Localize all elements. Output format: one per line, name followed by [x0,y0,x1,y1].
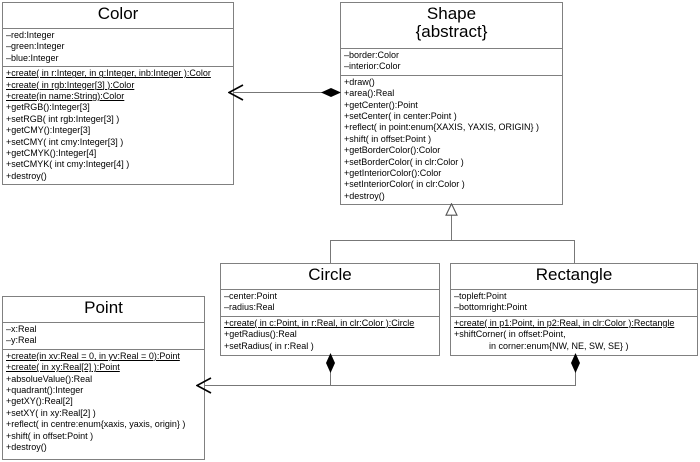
class-name-cell-circle: Circle [221,264,439,290]
operation-row: +getCMYK():Integer[4] [6,148,97,159]
edge-shape-color-source-diamond [321,88,341,97]
class-box-color[interactable]: Color –red:Integer –green:Integer –blue:… [2,2,234,185]
class-box-rectangle[interactable]: Rectangle –topleft:Point –bottomright:Po… [450,263,698,356]
class-operations-shape: +draw() +area():Real +getCenter():Point … [341,76,562,204]
operation-row: +shift( in offset:Point ) [344,133,432,144]
edge-shape-color-target-arrow [228,84,244,101]
attribute-row: –y:Real [6,335,37,346]
operation-row: +getCenter():Point [344,99,418,110]
operation-row: +getCMY():Integer[3] [6,125,91,136]
class-name-cell-rectangle: Rectangle [451,264,697,290]
attribute-row: –interior:Color [344,61,401,72]
attribute-row: –blue:Integer [6,52,59,63]
operation-row: +setBorderColor( in clr:Color ) [344,156,464,167]
edge-point-target-arrow [196,377,212,394]
class-name-point: Point [84,298,123,317]
operation-row: +destroy() [6,442,47,453]
edge-shape-color-line [230,92,340,93]
operation-row: +setXY( in xy:Real[2] ) [6,407,96,418]
operation-row: +create(in xv:Real = 0, in yv:Real = 0):… [6,350,180,361]
operation-row: +reflect( in point:enum{XAXIS, YAXIS, OR… [344,122,540,133]
operation-row: +reflect( in centre:enum{xaxis, yaxis, o… [6,419,186,430]
operation-row: +create( in c:Point, in r:Real, in clr:C… [224,317,415,328]
operation-row: +getInteriorColor():Color [344,168,442,179]
generalization-hollow-triangle-icon [445,203,458,216]
operation-row: +shift( in offset:Point ) [6,430,94,441]
attribute-row: –bottomright:Point [454,302,528,313]
class-operations-point: +create(in xv:Real = 0, in yv:Real = 0):… [3,350,204,456]
operation-row: +destroy() [344,190,385,201]
edge-rectangle-point-source-diamond [571,353,580,373]
operation-row: +create( in xy:Real[2] ):Point [6,362,120,373]
edge-circle-generalization-riser [330,240,331,263]
class-box-shape[interactable]: Shape {abstract} –border:Color –interior… [340,2,563,205]
attribute-row: –radius:Real [224,302,275,313]
attribute-row: –center:Point [224,291,278,301]
operation-row: +quadrant():Integer [6,385,84,396]
class-name-cell-shape: Shape {abstract} [341,3,562,49]
operation-row: +getRGB():Integer[3] [6,102,90,113]
operation-row: +create( in r:Integer, in g:Integer, inb… [6,68,211,79]
operation-row: +shiftCorner( in offset:Point, [454,329,566,340]
operation-row: +setRadius( in r:Real ) [224,340,314,351]
operation-row: in corner:enum{NW, NE, SW, SE} ) [454,340,629,351]
class-stereotype-abstract: {abstract} [415,21,488,41]
operation-row: +setInteriorColor( in clr:Color ) [344,179,465,190]
operation-row: +draw() [344,76,375,87]
class-operations-color: +create( in r:Integer, in g:Integer, inb… [3,67,233,184]
class-attributes-color: –red:Integer –green:Integer –blue:Intege… [3,29,233,68]
class-box-circle[interactable]: Circle –center:Point –radius:Real +creat… [220,263,440,356]
class-name-rectangle: Rectangle [535,265,613,284]
operation-row: +getRadius():Real [224,329,297,340]
operation-row: +setRGB( int rgb:Integer[3] ) [6,113,120,124]
operation-row: +getXY():Real[2] [6,396,73,407]
operation-row: +area():Real [344,88,395,99]
class-name-cell-color: Color [3,3,233,29]
operation-row: +setCenter( in center:Point ) [344,111,457,122]
attribute-row: –green:Integer [6,41,65,52]
edge-generalization-bus [330,240,575,241]
class-operations-circle: +create( in c:Point, in r:Real, in clr:C… [221,317,439,354]
attribute-row: –x:Real [6,324,37,334]
class-name-color: Color [97,4,139,23]
edge-point-bus [198,385,576,386]
class-attributes-point: –x:Real –y:Real [3,323,204,350]
class-box-point[interactable]: Point –x:Real –y:Real +create(in xv:Real… [2,296,205,460]
operation-row: +create(in name:String):Color [6,91,125,102]
edge-rectangle-generalization-riser [574,240,575,263]
class-attributes-shape: –border:Color –interior:Color [341,49,562,76]
class-operations-rectangle: +create( in p1:Point, in p2:Real, in clr… [451,317,697,354]
class-attributes-rectangle: –topleft:Point –bottomright:Point [451,290,697,317]
edge-generalization-stem [451,215,452,241]
operation-row: +setCMY( int cmy:Integer[3] ) [6,136,124,147]
class-name-circle: Circle [308,265,352,284]
operation-row: +getBorderColor():Color [344,145,441,156]
operation-row: +destroy() [6,170,47,181]
class-attributes-circle: –center:Point –radius:Real [221,290,439,317]
class-name-shape: Shape [426,4,477,23]
operation-row: +absolueValue():Real [6,373,93,384]
attribute-row: –border:Color [344,50,400,60]
operation-row: +setCMYK( int cmy:Integer[4] ) [6,159,130,170]
attribute-row: –topleft:Point [454,291,507,301]
edge-circle-point-source-diamond [326,353,335,373]
operation-row: +create( in rgb:Integer[3] ):Color [6,79,135,90]
operation-row: +create( in p1:Point, in p2:Real, in clr… [454,317,675,328]
attribute-row: –red:Integer [6,30,55,40]
class-name-cell-point: Point [3,297,204,323]
